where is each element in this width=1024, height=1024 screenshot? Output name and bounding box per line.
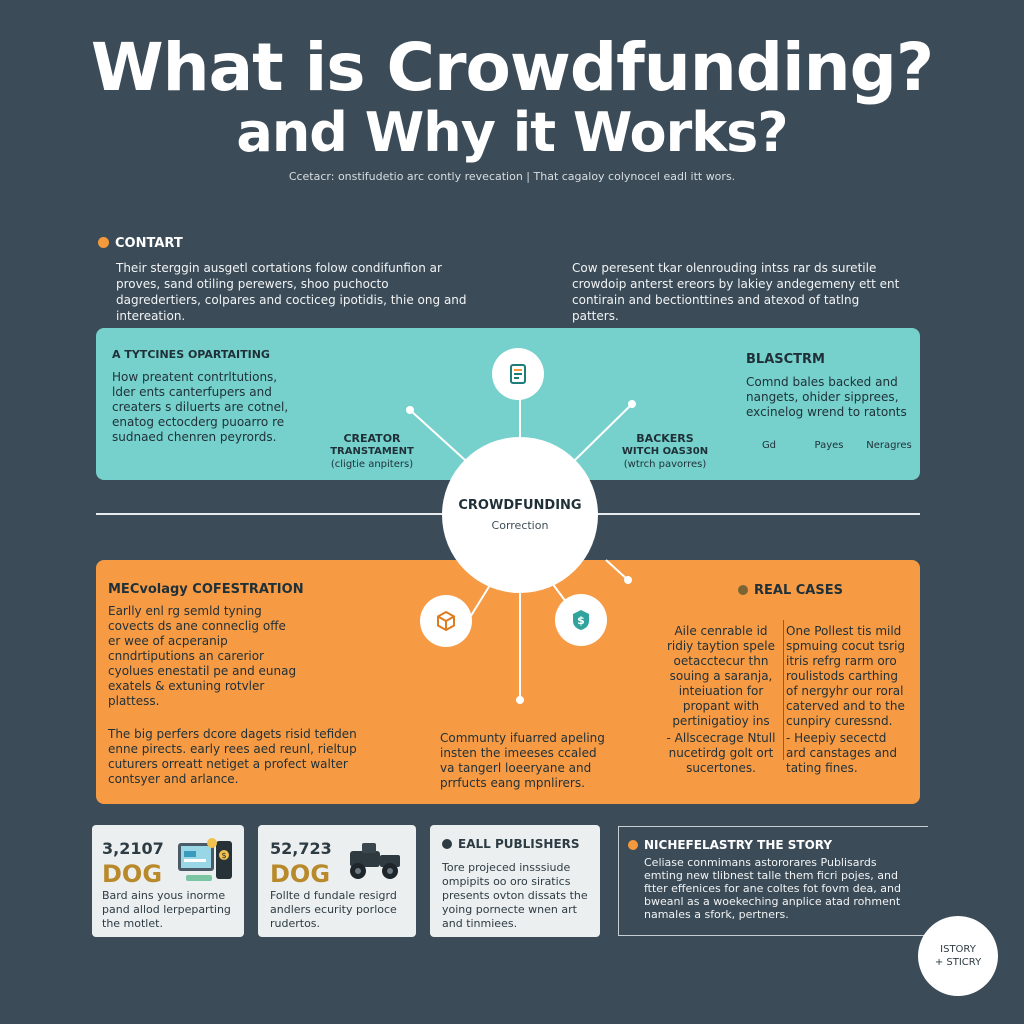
teal-right-heading: BLASCTRM (746, 352, 825, 367)
box-icon (420, 595, 472, 647)
crowdfunding-hub: CROWDFUNDING Correction (442, 437, 598, 593)
niche-text: Celiase conmimans astororares Publisards… (644, 856, 901, 921)
connector-right-short (605, 559, 629, 581)
connector-upper-left (409, 409, 466, 461)
node-dot (516, 696, 524, 704)
creator-node-label: CREATOR TRANSTAMENT (cligtie anpiters) (330, 432, 414, 470)
context-right-text: Cow peresent tkar olenrouding intss rar … (572, 261, 900, 323)
node-dot (628, 400, 636, 408)
bullet-dot-icon (738, 585, 748, 595)
card-label: DOG (270, 860, 331, 888)
niche-frame (618, 826, 928, 936)
orange-bottom-left-text: The big perfers dcore dagets risid tefid… (108, 727, 357, 786)
story-badge: ISTORY + STICRY (918, 916, 998, 996)
card-number: 52,723 (270, 839, 332, 858)
tag-row: Gd Payes Neragres (744, 440, 914, 451)
teal-left-text: How preatent contrltutions, lder ents ca… (112, 370, 289, 444)
card-label: DOG (102, 860, 163, 888)
node-dot (624, 576, 632, 584)
card-text: Tore projeced insssiude ompipits oo oro … (442, 861, 588, 930)
bullet-dot-icon (628, 840, 638, 850)
card-number: 3,2107 (102, 839, 164, 858)
connector-upper-right (574, 403, 633, 461)
card-text: Follte d fundale resigrd andlers ecurity… (270, 889, 397, 930)
niche-heading: NICHEFELASTRY THE STORY (628, 838, 832, 852)
svg-text:$: $ (221, 851, 226, 860)
publishers-card: EALL PUBLISHERS Tore projeced insssiude … (430, 825, 600, 937)
svg-text:$: $ (577, 614, 585, 627)
main-title: What is Crowdfunding? (90, 29, 934, 106)
tag-item: Gd (761, 440, 777, 451)
orange-band (96, 560, 920, 804)
stat-card-1: 3,2107 DOG $ Bard ains yous inorme pand … (92, 825, 244, 937)
subtitle: Ccetacr: onstifudetio arc contly revecat… (288, 170, 736, 183)
tag-item: Neragres (866, 440, 912, 451)
bullet-dot-icon (98, 237, 109, 248)
teal-right-text: Comnd bales backed and nangets, ohider s… (746, 375, 907, 419)
context-left-text: Their sterggin ausgetl cortations folow … (116, 261, 467, 323)
hub-subtitle: Correction (491, 519, 549, 532)
orange-left-text: Earlly enl rg semld tyning covects ds an… (108, 604, 297, 708)
node-dot (406, 406, 414, 414)
real-cases-divider (783, 620, 784, 760)
card-heading: EALL PUBLISHERS (442, 837, 580, 851)
vehicle-icon (336, 839, 412, 889)
stat-card-2: 52,723 DOG Follte d fundale resigrd andl… (258, 825, 416, 937)
bullet-dot-icon (442, 839, 452, 849)
card-text: Bard ains yous inorme pand allod lerpepa… (102, 889, 231, 930)
money-icon: $ (555, 594, 607, 646)
real-cases-col2: One Pollest tis mild spmuing cocut tsrig… (786, 624, 906, 775)
orange-middle-text: Communty ifuarred apeling insten the ime… (440, 731, 605, 790)
context-heading: CONTART (98, 236, 183, 251)
document-icon (492, 348, 544, 400)
dashboard-icon: $ (176, 837, 236, 889)
hub-title: CROWDFUNDING (458, 498, 582, 513)
orange-left-heading: MECvolagy COFESTRATION (108, 582, 304, 597)
real-cases-heading: REAL CASES (738, 583, 843, 598)
teal-left-heading: A TYTCINES OPARTAITING (112, 348, 270, 361)
tag-item: Payes (814, 440, 844, 451)
backers-node-label: BACKERS WITCH OAS30N (wtrch pavorres) (621, 432, 709, 470)
main-title-line2: and Why it Works? (236, 101, 788, 164)
real-cases-col1: Aile cenrable id ridiy taytion spele oet… (666, 624, 776, 775)
